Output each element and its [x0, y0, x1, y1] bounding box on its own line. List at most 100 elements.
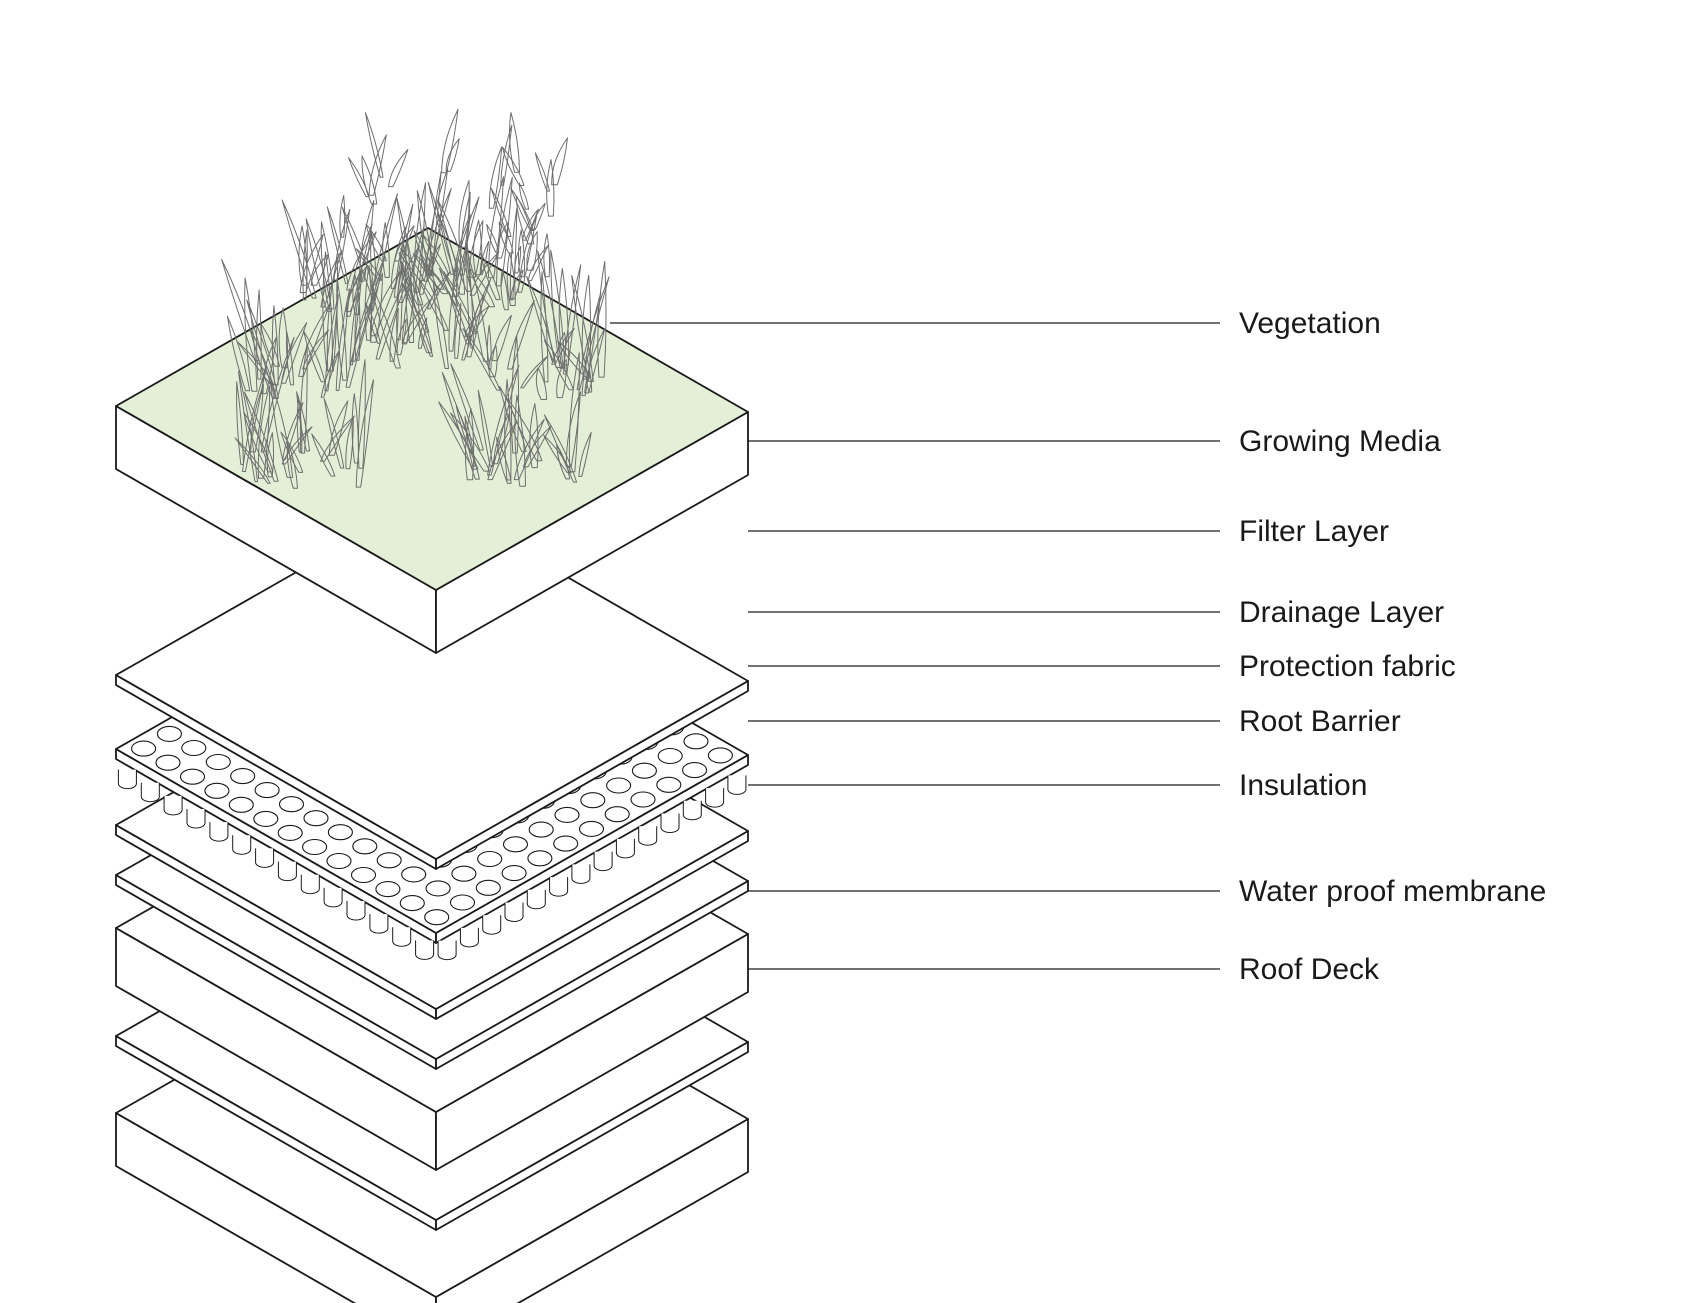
grass-blade: [422, 262, 449, 295]
grass-blade: [396, 318, 407, 356]
grass-blade: [333, 209, 351, 281]
drainage-dome: [302, 838, 328, 856]
drainage-pegs: [117, 769, 747, 961]
grass-blade: [458, 180, 470, 248]
label-text-water-proof-membrane: Water proof membrane: [1239, 875, 1546, 908]
grass-blade: [417, 317, 428, 349]
grass-blade: [282, 402, 304, 460]
grass-blade: [354, 292, 361, 361]
grass-blade: [518, 182, 530, 210]
drainage-peg: [232, 835, 252, 855]
label-filter-layer: Filter Layer: [748, 515, 1389, 548]
grass-blade: [563, 264, 582, 375]
drainage-dome: [181, 739, 207, 757]
drainage-dome: [228, 796, 254, 813]
drainage-dome: [631, 762, 657, 779]
grass-blade: [390, 226, 406, 289]
grass-blade: [558, 267, 569, 366]
grass-blade: [345, 417, 354, 470]
filter-layer-slab-top-face: [115, 496, 749, 860]
grass-blade: [320, 249, 343, 308]
drainage-dome: [155, 754, 181, 771]
grass-blade: [257, 385, 271, 479]
grass-blade: [486, 223, 500, 253]
label-text-root-barrier: Root Barrier: [1239, 705, 1401, 738]
grass-blade: [487, 421, 517, 481]
grass-blade: [551, 137, 568, 186]
drainage-dome: [425, 880, 451, 897]
grass-blade: [322, 251, 334, 372]
grass-blade: [320, 415, 356, 462]
grass-blade: [498, 221, 514, 254]
grass-blade: [323, 398, 345, 469]
grass-blade: [479, 240, 490, 275]
grass-blade: [488, 146, 503, 209]
label-text-growing-media: Growing Media: [1239, 425, 1441, 458]
grass-blade: [398, 252, 424, 306]
grass-blade: [454, 302, 462, 359]
drainage-peg: [437, 940, 457, 961]
drainage-dome: [449, 894, 476, 911]
grass-blade: [506, 397, 543, 462]
label-text-drainage-layer: Drainage Layer: [1239, 596, 1444, 629]
grass-blade: [346, 231, 377, 291]
grass-blade: [423, 243, 442, 282]
grass-blade: [298, 225, 308, 286]
grass-blade: [443, 271, 477, 335]
grass-blade: [296, 391, 311, 452]
grass-blade: [487, 364, 520, 476]
grass-blade: [246, 299, 279, 399]
label-text-protection-fabric: Protection fabric: [1239, 650, 1456, 683]
grass-blade: [280, 431, 304, 473]
drainage-dome: [278, 796, 305, 813]
grass-blade: [270, 380, 294, 478]
drainage-peg: [163, 795, 183, 816]
grass-blade: [510, 269, 524, 300]
drainage-dome: [277, 824, 303, 841]
growing-media-slab: [115, 227, 749, 654]
grass-blade: [339, 195, 346, 238]
grass-blade: [281, 199, 317, 299]
grass-blade: [244, 391, 279, 482]
grass-blade: [465, 246, 490, 362]
grass-blade: [450, 412, 490, 472]
label-root-barrier: Root Barrier: [748, 705, 1401, 738]
grass-blade: [488, 345, 498, 378]
grass-blade: [341, 206, 376, 295]
label-roof-deck: Roof Deck: [748, 953, 1380, 986]
grass-blade: [493, 412, 511, 465]
drainage-dome: [303, 810, 329, 827]
drainage-dome: [179, 768, 206, 785]
grass-blade: [507, 300, 535, 370]
label-growing-media: Growing Media: [748, 425, 1441, 458]
grass-blade: [452, 214, 471, 297]
grass-blade: [234, 437, 271, 484]
grass-blade: [296, 396, 303, 453]
grass-blade: [302, 330, 326, 383]
label-text-vegetation: Vegetation: [1239, 307, 1381, 340]
grass-blade: [438, 401, 479, 470]
grass-blade: [345, 291, 376, 388]
grass-blade: [266, 432, 275, 478]
grass-blade: [479, 252, 501, 301]
drainage-dome: [424, 909, 450, 926]
drainage-peg: [415, 940, 435, 960]
grass-blade: [464, 305, 490, 338]
grass-blade: [445, 138, 460, 172]
grass-blade: [597, 260, 607, 378]
grass-blade: [369, 272, 383, 343]
grass-blade: [529, 403, 539, 469]
drainage-peg: [117, 769, 137, 790]
grass-blade: [534, 152, 550, 192]
grass-blade: [500, 124, 513, 186]
drainage-peg: [369, 914, 389, 934]
label-text-filter-layer: Filter Layer: [1239, 515, 1389, 548]
drainage-peg: [615, 838, 635, 859]
drainage-dome: [131, 740, 157, 757]
grass-blade: [249, 328, 277, 399]
grass-blade: [320, 221, 335, 310]
drainage-dome: [528, 821, 554, 838]
drainage-dome: [501, 865, 527, 882]
drainage-peg: [392, 927, 412, 947]
